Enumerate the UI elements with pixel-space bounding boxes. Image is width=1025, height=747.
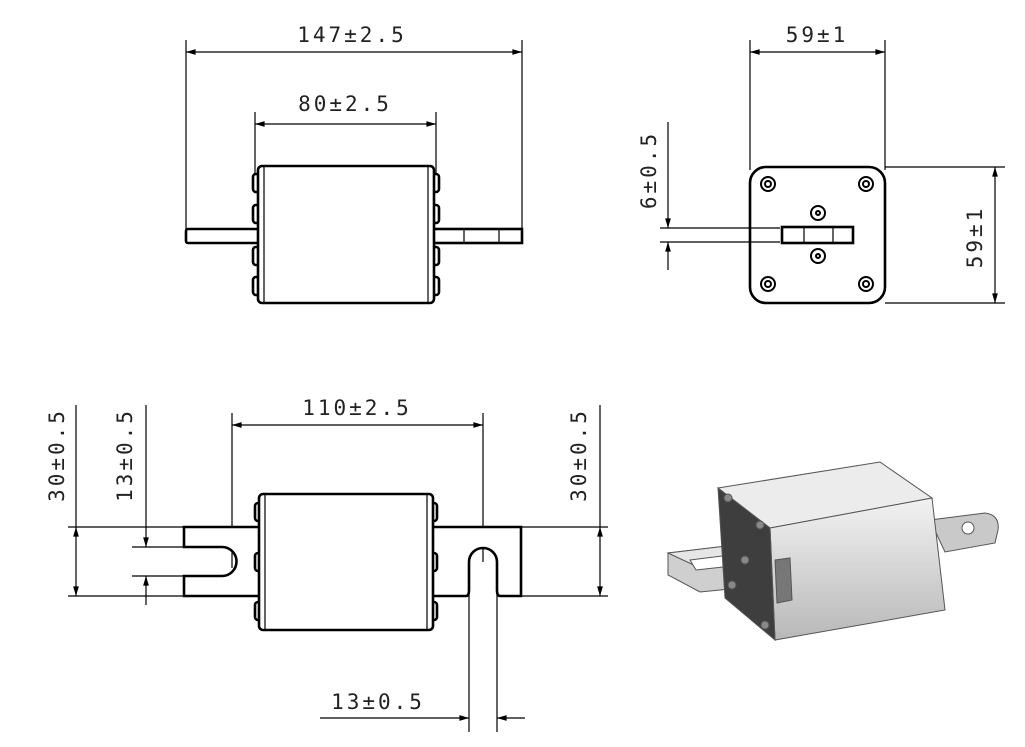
bottom-view: 110±2.5 30±0.5 13±0.5 30±0.5 13±0.5 (45, 396, 608, 732)
dim-body-length: 80±2.5 (298, 92, 392, 116)
dim-end-width: 59±1 (786, 23, 849, 47)
dim-slot-spacing: 110±2.5 (302, 396, 412, 420)
dim-blade-width-right: 30±0.5 (567, 408, 591, 502)
dim-blade-width-left: 30±0.5 (45, 408, 69, 502)
end-view: 59±1 6±0.5 59±1 (637, 23, 1005, 305)
fuse-3d-render (666, 461, 999, 642)
fuse-body-bottom (257, 492, 435, 632)
dim-blade-thickness: 6±0.5 (637, 131, 661, 209)
dim-slot-width-left: 13±0.5 (113, 408, 137, 502)
dim-end-height: 59±1 (963, 206, 987, 269)
dim-overall-length: 147±2.5 (297, 23, 407, 47)
dim-slot-width-bottom: 13±0.5 (331, 690, 425, 714)
top-view: 147±2.5 80±2.5 (184, 23, 524, 305)
fuse-body (256, 164, 436, 305)
